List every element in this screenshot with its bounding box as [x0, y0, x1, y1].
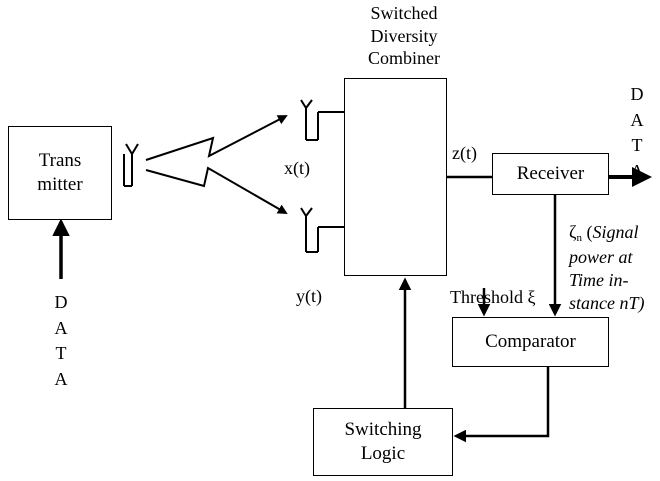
wireless-link-lower [145, 166, 288, 214]
combiner-title: Switched Diversity Combiner [344, 2, 464, 70]
signal-z-label: z(t) [452, 143, 477, 163]
data-output-letter: D [630, 84, 644, 104]
transmitter-box: Trans mitter [8, 126, 112, 220]
data-input-letter: A [54, 368, 68, 389]
data-input-letter: D [54, 292, 68, 312]
signal-power-annotation: ζn (Signal power at Time in- stance nT) [569, 221, 645, 315]
signal-x-label: x(t) [284, 158, 310, 178]
combiner-title-line1: Switched [370, 3, 438, 23]
data-output-label: D A T A [627, 82, 647, 184]
comparator-label: Comparator [485, 331, 576, 353]
switching-logic-box: Switching Logic [313, 408, 453, 476]
signal-power-line1: ζn (Signal [569, 221, 645, 246]
data-output-letter: T [631, 135, 643, 156]
combiner-title-line3: Combiner [368, 48, 440, 68]
receiver-label: Receiver [516, 163, 585, 185]
transmitter-label-line1: Trans [38, 150, 82, 172]
signal-power-symbol: ζ [569, 222, 577, 242]
signal-power-italic-line3: Time in- [569, 269, 629, 290]
switching-logic-label-line1: Switching [344, 419, 422, 441]
switching-logic-label: Switching Logic [344, 418, 421, 466]
threshold-label: Threshold ξ [450, 287, 536, 307]
switched-diversity-combiner-box [344, 78, 447, 276]
data-output-letter: A [630, 160, 644, 181]
transmitter-label: Trans mitter [37, 149, 82, 197]
signal-power-italic-line4: stance nT) [569, 292, 645, 313]
combiner-title-line2: Diversity [370, 25, 438, 46]
signal-power-italic-line1: Signal [592, 222, 639, 242]
data-input-label: D A T A [51, 290, 71, 392]
signal-y-label: y(t) [296, 286, 322, 306]
signal-power-line2: power at [569, 246, 645, 269]
transmitter-label-line2: mitter [37, 174, 83, 195]
wireless-link-upper [145, 115, 288, 161]
signal-power-subscript: n [576, 232, 582, 244]
comparator-output-line [453, 367, 550, 443]
signal-power-line4: stance nT) [569, 292, 645, 315]
data-input-letter: T [55, 343, 67, 364]
signal-power-open-paren: ( [586, 222, 593, 242]
transmitter-antenna-icon [123, 143, 139, 187]
data-output-letter: A [630, 109, 644, 130]
data-input-letter: A [54, 317, 68, 338]
receiver-box: Receiver [492, 153, 609, 195]
comparator-box: Comparator [452, 317, 609, 367]
signal-power-italic-line2: power at [569, 246, 633, 267]
switching-logic-label-line2: Logic [360, 443, 406, 464]
signal-power-line3: Time in- [569, 269, 645, 292]
